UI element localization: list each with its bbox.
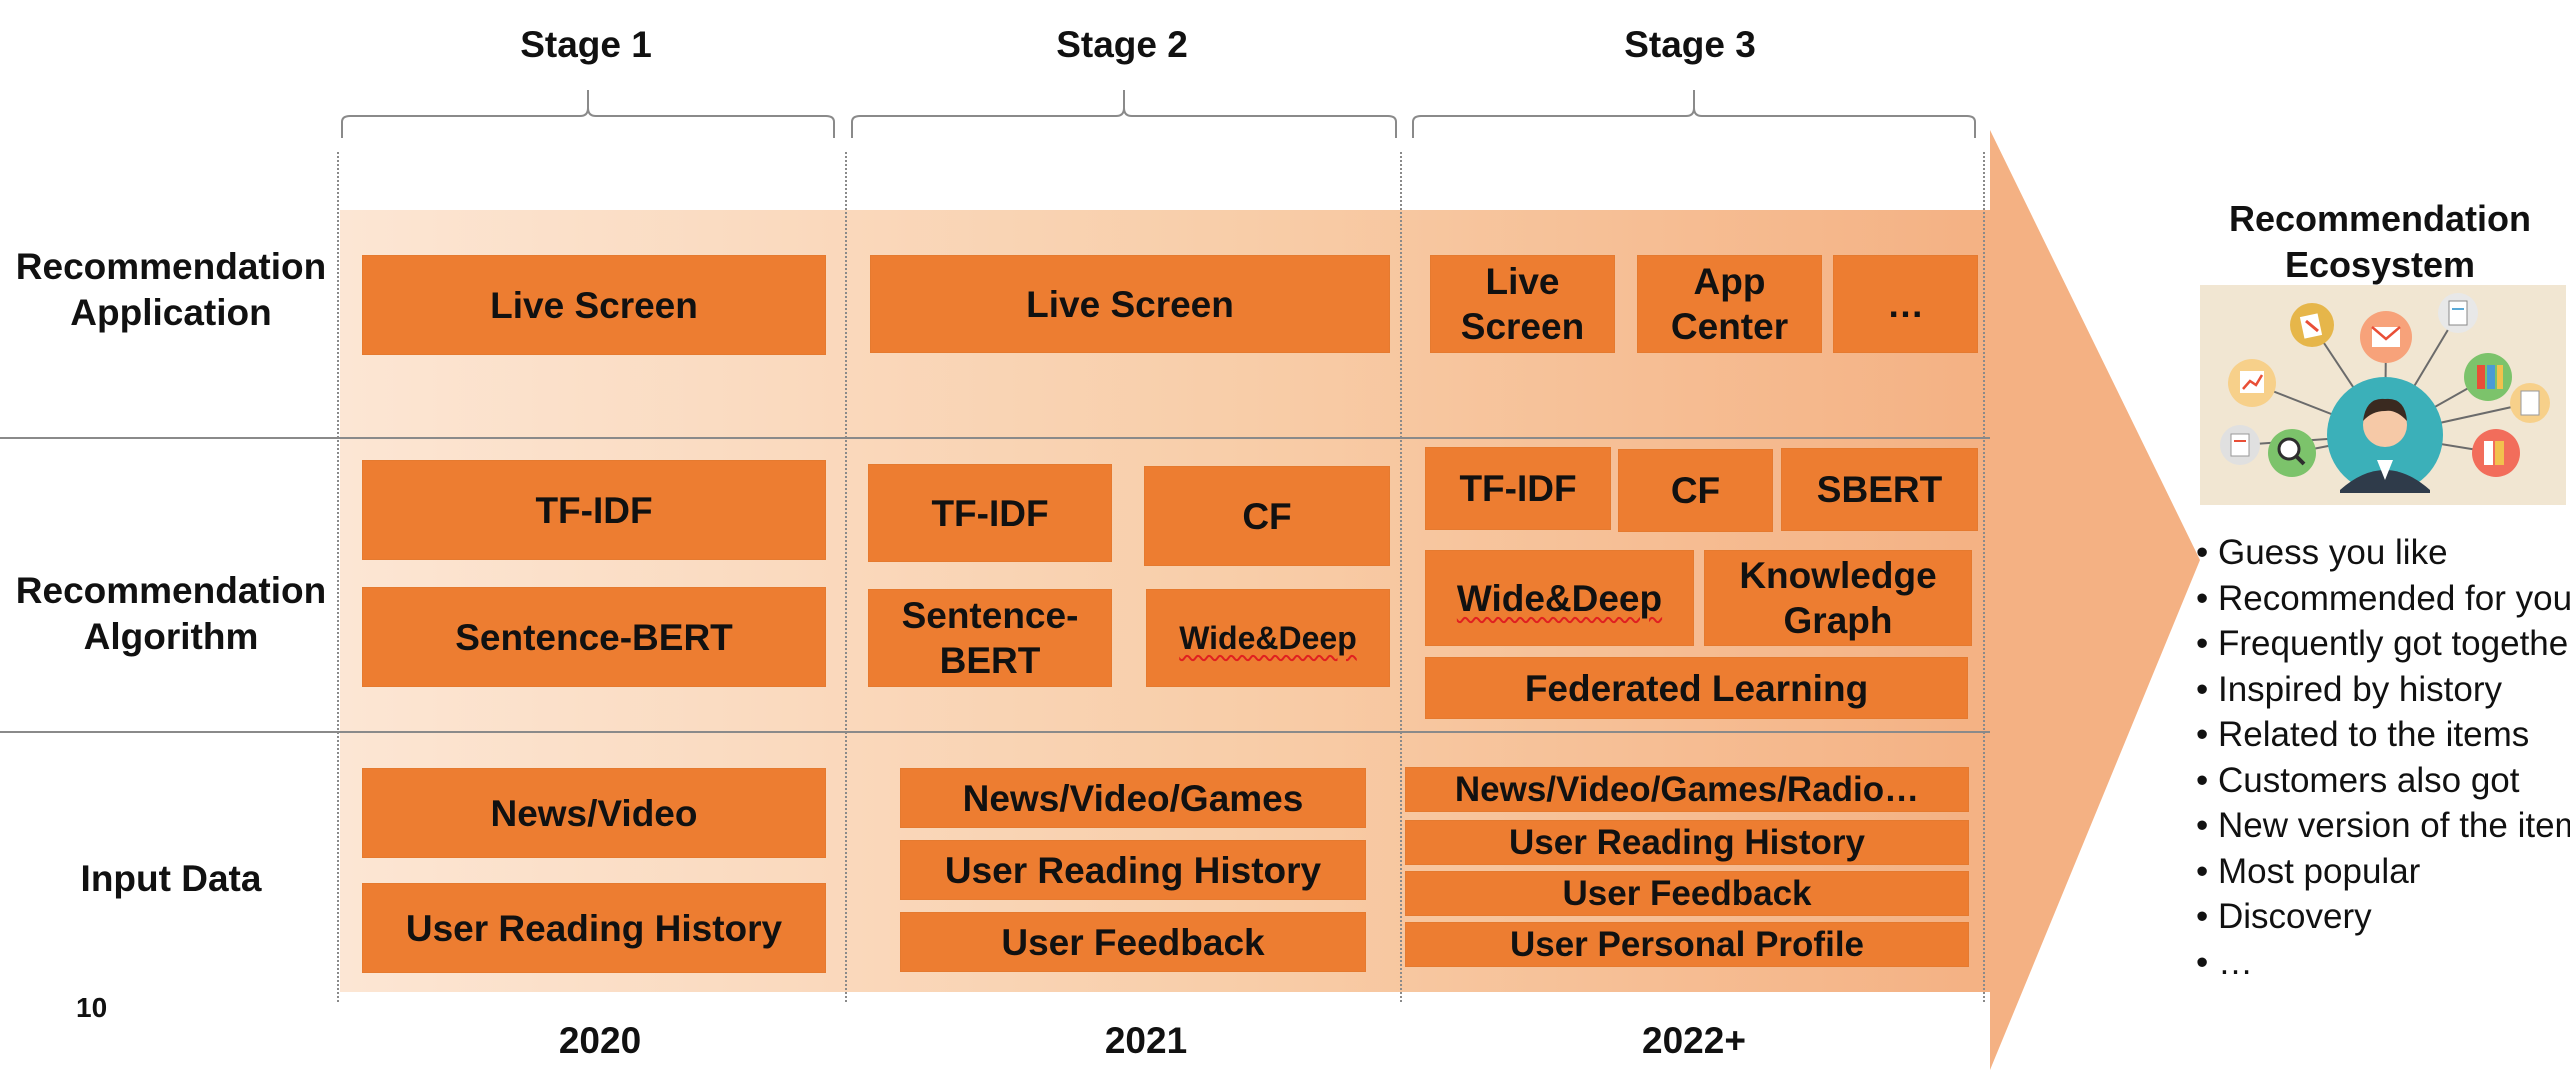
row-separator-bottom bbox=[0, 731, 1990, 733]
row-label-algorithm: Recommendation Algorithm bbox=[15, 570, 327, 657]
list-item: • Most popular bbox=[2196, 851, 2421, 891]
document-icon bbox=[2438, 293, 2478, 333]
folder-icon bbox=[2472, 429, 2520, 477]
stage3-algo-box: Wide&Deep bbox=[1425, 550, 1694, 646]
stage-title: Stage 1 bbox=[520, 24, 652, 65]
stage3-input-box: User Personal Profile bbox=[1405, 922, 1969, 967]
stage3-algo-box: Knowledge Graph bbox=[1704, 550, 1972, 646]
stage2-app-box: Live Screen bbox=[870, 255, 1390, 353]
folder-icon bbox=[2290, 303, 2334, 347]
ecosystem-illustration bbox=[2200, 285, 2566, 505]
wide-deep-label: Wide&Deep bbox=[1456, 577, 1663, 619]
stage2-algo-box: Sentence-BERT bbox=[868, 589, 1112, 687]
user-avatar-icon bbox=[2327, 377, 2443, 493]
search-icon bbox=[2268, 429, 2316, 477]
row-label-input: Input Data bbox=[80, 858, 262, 899]
stage-title: Stage 3 bbox=[1624, 24, 1756, 65]
stage3-app-box: App Center bbox=[1637, 255, 1822, 353]
stage3-app-box: … bbox=[1833, 255, 1978, 353]
stage-divider bbox=[337, 152, 339, 1002]
stage1-input-box: User Reading History bbox=[362, 883, 826, 973]
stage-braces bbox=[341, 90, 1976, 138]
email-icon bbox=[2360, 311, 2412, 363]
stage3-algo-box: SBERT bbox=[1781, 448, 1978, 531]
stage-title: Stage 2 bbox=[1056, 24, 1188, 65]
list-item: • New version of the item bbox=[2196, 806, 2570, 845]
list-item: • Guess you like bbox=[2196, 533, 2448, 572]
year-label: 2020 bbox=[558, 1020, 642, 1061]
row-label-application: Recommendation Application bbox=[15, 246, 327, 333]
stage3-algo-box: CF bbox=[1618, 449, 1773, 532]
list-item: • Recommended for you bbox=[2196, 578, 2570, 618]
list-item: • Inspired by history bbox=[2196, 669, 2503, 709]
year-label: 2021 bbox=[1104, 1020, 1188, 1061]
folder-icon bbox=[2464, 353, 2512, 401]
stage2-algo-box: CF bbox=[1144, 466, 1390, 566]
row-separator-top bbox=[0, 437, 1990, 439]
stage2-algo-box: TF-IDF bbox=[868, 464, 1112, 562]
wide-deep-label: Wide&Deep bbox=[1179, 619, 1357, 656]
stage3-input-box: User Feedback bbox=[1405, 871, 1969, 916]
stage2-algo-box: Wide&Deep bbox=[1146, 589, 1390, 687]
stage-divider bbox=[845, 152, 847, 1002]
stage2-input-box: News/Video/Games bbox=[900, 768, 1366, 828]
list-item: • Customers also got bbox=[2196, 760, 2520, 800]
stage-divider bbox=[1983, 152, 1985, 1002]
page-number: 10 bbox=[76, 992, 108, 1023]
ecosystem-list: • Guess you like • Recommended for you •… bbox=[2196, 530, 2570, 985]
list-item: • Frequently got together bbox=[2196, 624, 2570, 663]
stage3-algo-box: Federated Learning bbox=[1425, 657, 1968, 719]
stage3-input-box: News/Video/Games/Radio… bbox=[1405, 767, 1969, 812]
stage1-app-box: Live Screen bbox=[362, 255, 826, 355]
document-icon bbox=[2510, 383, 2550, 423]
stage2-input-box: User Feedback bbox=[900, 912, 1366, 972]
stage3-input-box: User Reading History bbox=[1405, 820, 1969, 865]
stage-divider bbox=[1400, 152, 1402, 1002]
stage1-algo-box: Sentence-BERT bbox=[362, 587, 826, 687]
stage1-algo-box: TF-IDF bbox=[362, 460, 826, 560]
list-item: • Related to the items bbox=[2196, 715, 2530, 754]
stage2-input-box: User Reading History bbox=[900, 840, 1366, 900]
document-icon bbox=[2220, 425, 2260, 465]
stage1-input-box: News/Video bbox=[362, 768, 826, 858]
list-item: • … bbox=[2196, 942, 2253, 982]
ecosystem-title: Recommendation Ecosystem bbox=[2228, 198, 2532, 285]
stage3-algo-box: TF-IDF bbox=[1425, 447, 1611, 530]
year-label: 2022+ bbox=[1642, 1020, 1746, 1061]
stage3-app-box: Live Screen bbox=[1430, 255, 1615, 353]
list-item: • Discovery bbox=[2196, 897, 2372, 936]
chart-icon bbox=[2228, 359, 2276, 407]
